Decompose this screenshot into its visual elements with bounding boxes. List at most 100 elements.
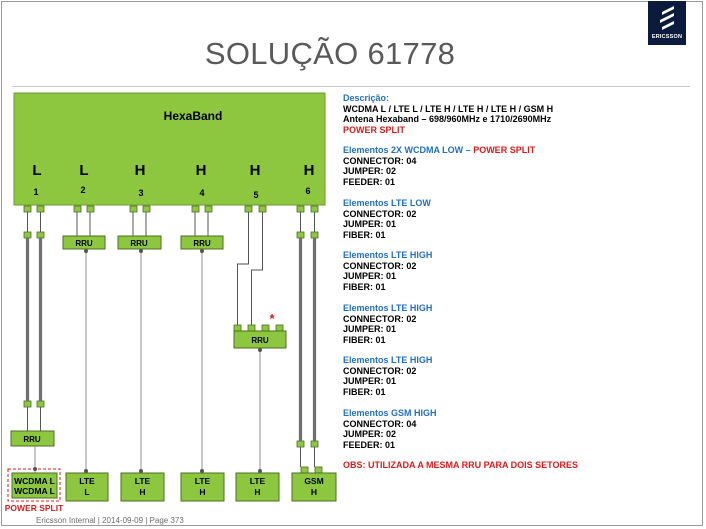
- elements-block: Elementos LTE HIGH CONNECTOR: 02 JUMPER:…: [343, 355, 432, 397]
- sector-connector: [314, 466, 323, 474]
- feeder-connector: [310, 231, 319, 239]
- sector-label: LTE: [250, 476, 266, 486]
- rru-label: RRU: [251, 336, 269, 345]
- rru-label: RRU: [23, 435, 41, 444]
- band-label: L: [79, 162, 88, 179]
- sector-label: LTE: [79, 476, 95, 486]
- sector-label: LTE: [195, 476, 211, 486]
- port-number: 3: [138, 188, 143, 198]
- feeder-connector: [36, 400, 45, 408]
- logo-text: ERICSSON: [651, 34, 683, 40]
- antenna-connector: [23, 205, 32, 213]
- rru-box: [62, 235, 106, 250]
- antenna-name: HexaBand: [164, 109, 223, 123]
- jumper-line: [237, 212, 249, 325]
- sector-label: WCDMA L: [14, 476, 55, 486]
- elements-title-red: POWER SPLIT: [473, 145, 536, 155]
- rru-box-power-split: [10, 430, 55, 447]
- feeder-connector: [23, 231, 32, 239]
- rru-connector: [261, 324, 270, 332]
- fiber-dot: [200, 249, 204, 253]
- ericsson-logo-icon: [660, 6, 674, 30]
- fiber-dot: [139, 469, 143, 473]
- band-label: H: [250, 162, 261, 179]
- footer: Ericsson Internal | 2014-09-09 | Page 37…: [36, 516, 184, 525]
- elements-title: Elementos LTE HIGH: [343, 250, 433, 260]
- sector-box: [180, 472, 225, 502]
- antenna-connector: [296, 205, 305, 213]
- fiber-dot: [258, 469, 262, 473]
- elements-block: Elementos LTE HIGH CONNECTOR: 02 JUMPER:…: [343, 250, 432, 292]
- asterisk-mark: *: [269, 311, 275, 326]
- elements-line: JUMPER: 02: [343, 429, 397, 440]
- hexaband-antenna: [13, 92, 326, 206]
- page-title: SOLUÇÃO 61778: [204, 36, 456, 71]
- rru-label: RRU: [130, 239, 148, 248]
- elements-line: CONNECTOR: 04: [343, 418, 417, 429]
- port-number: 6: [305, 186, 310, 196]
- band-label: H: [135, 162, 146, 179]
- sector-label: GSM: [304, 476, 323, 486]
- power-split-dashed-box: [7, 468, 61, 502]
- band-label: L: [32, 162, 41, 179]
- fiber-dot: [200, 469, 204, 473]
- rru-label: RRU: [193, 239, 211, 248]
- elements-title-text: Elementos 2X WCDMA LOW –: [343, 145, 474, 155]
- fiber-dot: [139, 249, 143, 253]
- elements-block: Elementos LTE HIGH CONNECTOR: 02 JUMPER:…: [343, 303, 432, 345]
- port-number: 5: [253, 190, 258, 200]
- sector-label: H: [311, 487, 317, 497]
- fiber-dot: [84, 469, 88, 473]
- description-block: Descrição: WCDMA L / LTE L / LTE H / LTE…: [343, 93, 553, 135]
- elements-line: CONNECTOR: 02: [343, 260, 417, 271]
- elements-line: CONNECTOR: 02: [343, 365, 417, 376]
- antenna-connector: [86, 205, 95, 213]
- band-label: H: [196, 162, 207, 179]
- sector-box: [291, 472, 337, 502]
- elements-title: Elementos GSM HIGH: [343, 408, 437, 418]
- antenna-connector: [204, 205, 213, 213]
- elements-line: JUMPER: 01: [343, 219, 397, 230]
- antenna-connector: [258, 205, 267, 213]
- rru-label: RRU: [75, 239, 93, 248]
- description-heading: Descrição:: [343, 93, 390, 103]
- antenna-connector: [244, 205, 253, 213]
- elements-title: Elementos LTE LOW: [343, 198, 431, 208]
- rru-box: [117, 235, 162, 250]
- sector-label: L: [84, 487, 89, 497]
- elements-block: Elementos GSM HIGH CONNECTOR: 04 JUMPER:…: [343, 408, 437, 450]
- port-number: 1: [33, 187, 38, 197]
- rru-connector: [247, 324, 256, 332]
- elements-line: FIBER: 01: [343, 281, 386, 292]
- elements-line: JUMPER: 01: [343, 324, 397, 335]
- title-divider: [12, 86, 690, 87]
- feeder-connector: [310, 440, 319, 448]
- rru-connector: [275, 324, 284, 332]
- port-number: 4: [199, 188, 204, 198]
- elements-line: FIBER: 01: [343, 386, 386, 397]
- antenna-connector: [129, 205, 138, 213]
- power-split-label: POWER SPLIT: [5, 503, 64, 513]
- band-label: H: [304, 162, 315, 179]
- fiber-dot: [84, 249, 88, 253]
- elements-line: CONNECTOR: 02: [343, 313, 417, 324]
- antenna-connector: [73, 205, 82, 213]
- elements-block: Elementos 2X WCDMA LOW – POWER SPLIT CON…: [343, 145, 535, 187]
- feeder-connector: [296, 440, 305, 448]
- rru-connector: [233, 324, 242, 332]
- sector-label: H: [199, 487, 205, 497]
- port-number: 2: [80, 185, 85, 195]
- sector-box: [11, 472, 58, 499]
- elements-line: JUMPER: 01: [343, 376, 397, 387]
- fiber-dot: [258, 348, 262, 352]
- elements-line: CONNECTOR: 02: [343, 208, 417, 219]
- obs-note: OBS: UTILIZADA A MESMA RRU PARA DOIS SET…: [343, 460, 579, 470]
- feeder-connector: [296, 231, 305, 239]
- feeder-connector: [36, 231, 45, 239]
- description-power-split: POWER SPLIT: [343, 124, 406, 135]
- antenna-connector: [142, 205, 151, 213]
- sector-box: [120, 472, 165, 502]
- sector-label: H: [139, 487, 145, 497]
